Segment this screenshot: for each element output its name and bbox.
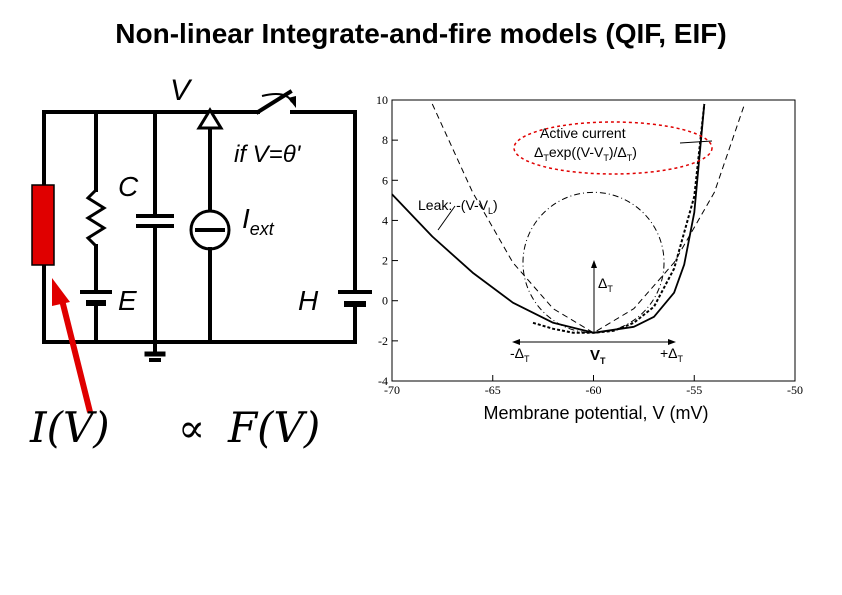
md-sub: T <box>524 354 530 364</box>
series-circle <box>522 191 665 334</box>
circuit-diagram <box>42 89 372 362</box>
x-tick-label: -50 <box>787 383 803 397</box>
y-tick-label: 4 <box>382 213 388 227</box>
delta-up-arrowhead-icon <box>591 260 597 268</box>
x-tick-label: -60 <box>586 383 602 397</box>
delta-right-arrowhead-icon <box>668 339 676 345</box>
potential-chart: -70 -65 -60 -55 -50 -4 -2 0 2 4 6 8 10 Active curren… <box>376 93 803 423</box>
md-d: -Δ <box>510 345 524 361</box>
active-current-ellipse <box>513 121 713 175</box>
label-iext: Iext <box>242 203 275 239</box>
current-up-arrow-icon <box>196 107 224 130</box>
series-line-2 <box>532 103 706 334</box>
x-tick-label: -70 <box>384 383 400 397</box>
vt-main: V <box>590 347 600 364</box>
y-tick-label: -4 <box>378 374 388 388</box>
y-tick-label: 2 <box>382 254 388 268</box>
label-v: V <box>170 74 193 107</box>
leak-text: Leak: -(V-V <box>418 197 489 213</box>
du-sub: T <box>607 284 613 294</box>
du-d: Δ <box>598 275 607 291</box>
x-tick-label: -65 <box>485 383 501 397</box>
pd-d: +Δ <box>660 345 678 361</box>
axis-ticks: -70 -65 -60 -55 -50 -4 -2 0 2 4 6 8 10 <box>376 93 803 397</box>
ac-delta: Δ <box>534 144 543 160</box>
chart-annotations: Active current ΔTexp((V-VT)/ΔT) Leak: -(… <box>418 121 713 366</box>
delta-up-label: ΔT <box>598 275 613 294</box>
chart-curves <box>391 103 746 334</box>
label-c: C <box>118 171 139 202</box>
ac-exp: exp((V-V <box>549 144 604 160</box>
delta-left-arrowhead-icon <box>512 339 520 345</box>
y-tick-label: 0 <box>382 294 388 308</box>
plot-frame <box>391 99 796 382</box>
vt-label: VT <box>590 347 606 366</box>
leak-pointer <box>437 205 456 231</box>
iext-main: I <box>242 203 250 234</box>
active-current-expr: ΔTexp((V-VT)/ΔT) <box>534 144 637 163</box>
red-arrow-shaft <box>59 299 93 413</box>
plus-delta-label: +ΔT <box>660 345 684 364</box>
label-e: E <box>118 285 137 316</box>
switch-condition: if V=θ' <box>234 141 302 168</box>
vt-sub: T <box>600 356 606 366</box>
formula-prop: ∝ <box>178 406 205 452</box>
leak-label: Leak: -(V-VL) <box>418 197 498 216</box>
formula-left: I(V) <box>29 403 110 452</box>
slide-title: Non-linear Integrate-and-fire models (QI… <box>115 18 727 49</box>
active-pointer <box>679 140 713 144</box>
minus-delta-label: -ΔT <box>510 345 530 364</box>
x-axis-label: Membrane potential, V (mV) <box>483 403 708 423</box>
y-tick-label: 8 <box>382 133 388 147</box>
series-line-1 <box>431 103 746 334</box>
nonlinear-resistor <box>31 184 55 266</box>
y-tick-label: -2 <box>378 334 388 348</box>
pd-sub: T <box>678 354 684 364</box>
red-arrow-head-icon <box>52 278 70 306</box>
label-h: H <box>298 285 319 316</box>
active-current-label: Active current <box>540 125 626 141</box>
ac-close: ) <box>632 144 637 160</box>
y-tick-label: 6 <box>382 173 388 187</box>
ac-sub3: T <box>627 153 633 163</box>
ac-sub1: T <box>543 153 549 163</box>
resistor-zigzag <box>85 187 107 249</box>
leak-sub: L <box>488 206 493 216</box>
formula-right: F(V) <box>227 403 320 452</box>
switch-arrow-head-icon <box>288 96 296 108</box>
x-tick-label: -55 <box>686 383 702 397</box>
ac-sub2: T <box>603 153 609 163</box>
y-tick-label: 10 <box>376 93 388 107</box>
ac-exp2: )/Δ <box>609 144 627 160</box>
iext-sub: ext <box>250 219 275 239</box>
leak-close: ) <box>493 197 498 213</box>
